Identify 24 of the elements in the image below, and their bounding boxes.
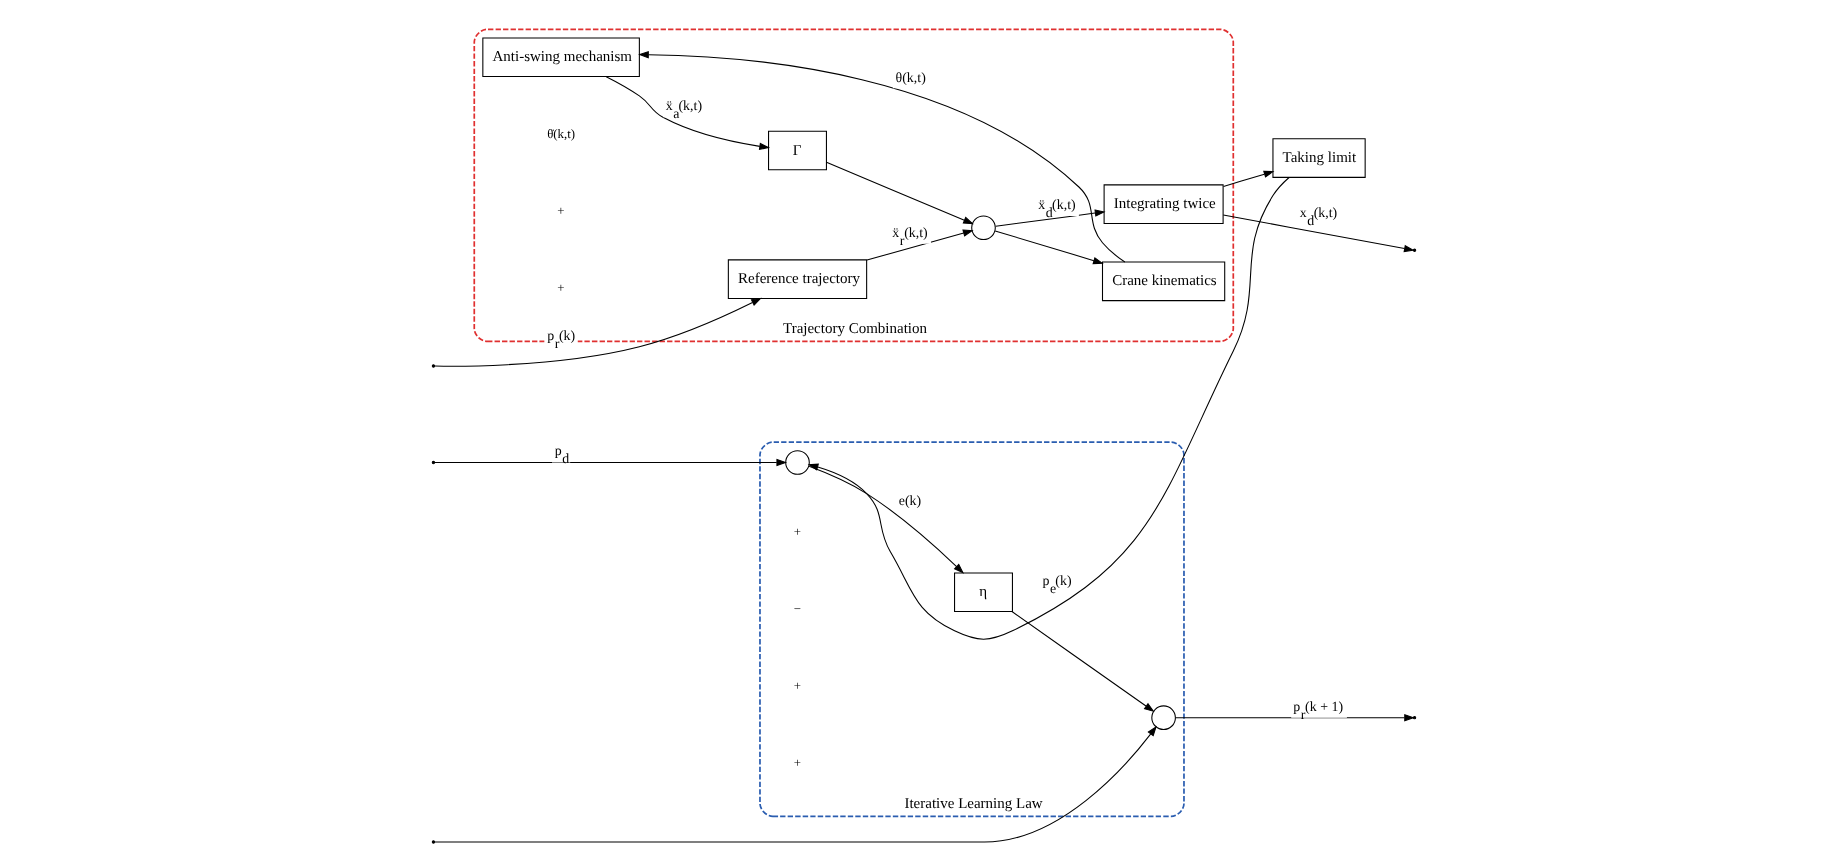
node-circle <box>1150 705 1175 730</box>
arrow <box>433 297 761 367</box>
node-box: Integrating twice <box>1102 184 1223 224</box>
arrow <box>1221 214 1414 253</box>
arrow <box>1010 611 1154 713</box>
node-box: η <box>953 572 1012 613</box>
arrow <box>807 465 964 574</box>
arrow <box>433 725 1156 843</box>
arrow <box>806 176 1289 640</box>
arrow <box>604 76 769 151</box>
node-box: Crane kinematics <box>1100 261 1225 302</box>
arrow <box>994 209 1105 227</box>
arrow <box>433 458 787 467</box>
arrow <box>1221 170 1274 187</box>
arrow <box>993 230 1103 265</box>
node-circle <box>970 215 995 241</box>
node-box: Taking limit <box>1271 138 1365 178</box>
node-circle <box>784 450 809 475</box>
arrow <box>824 161 973 225</box>
node-box: Reference trajectory <box>726 259 867 300</box>
arrow <box>865 229 973 261</box>
node-box: Γ <box>767 130 826 171</box>
node-box: Anti-swing mechanism <box>481 37 639 78</box>
arrow <box>637 50 1125 263</box>
